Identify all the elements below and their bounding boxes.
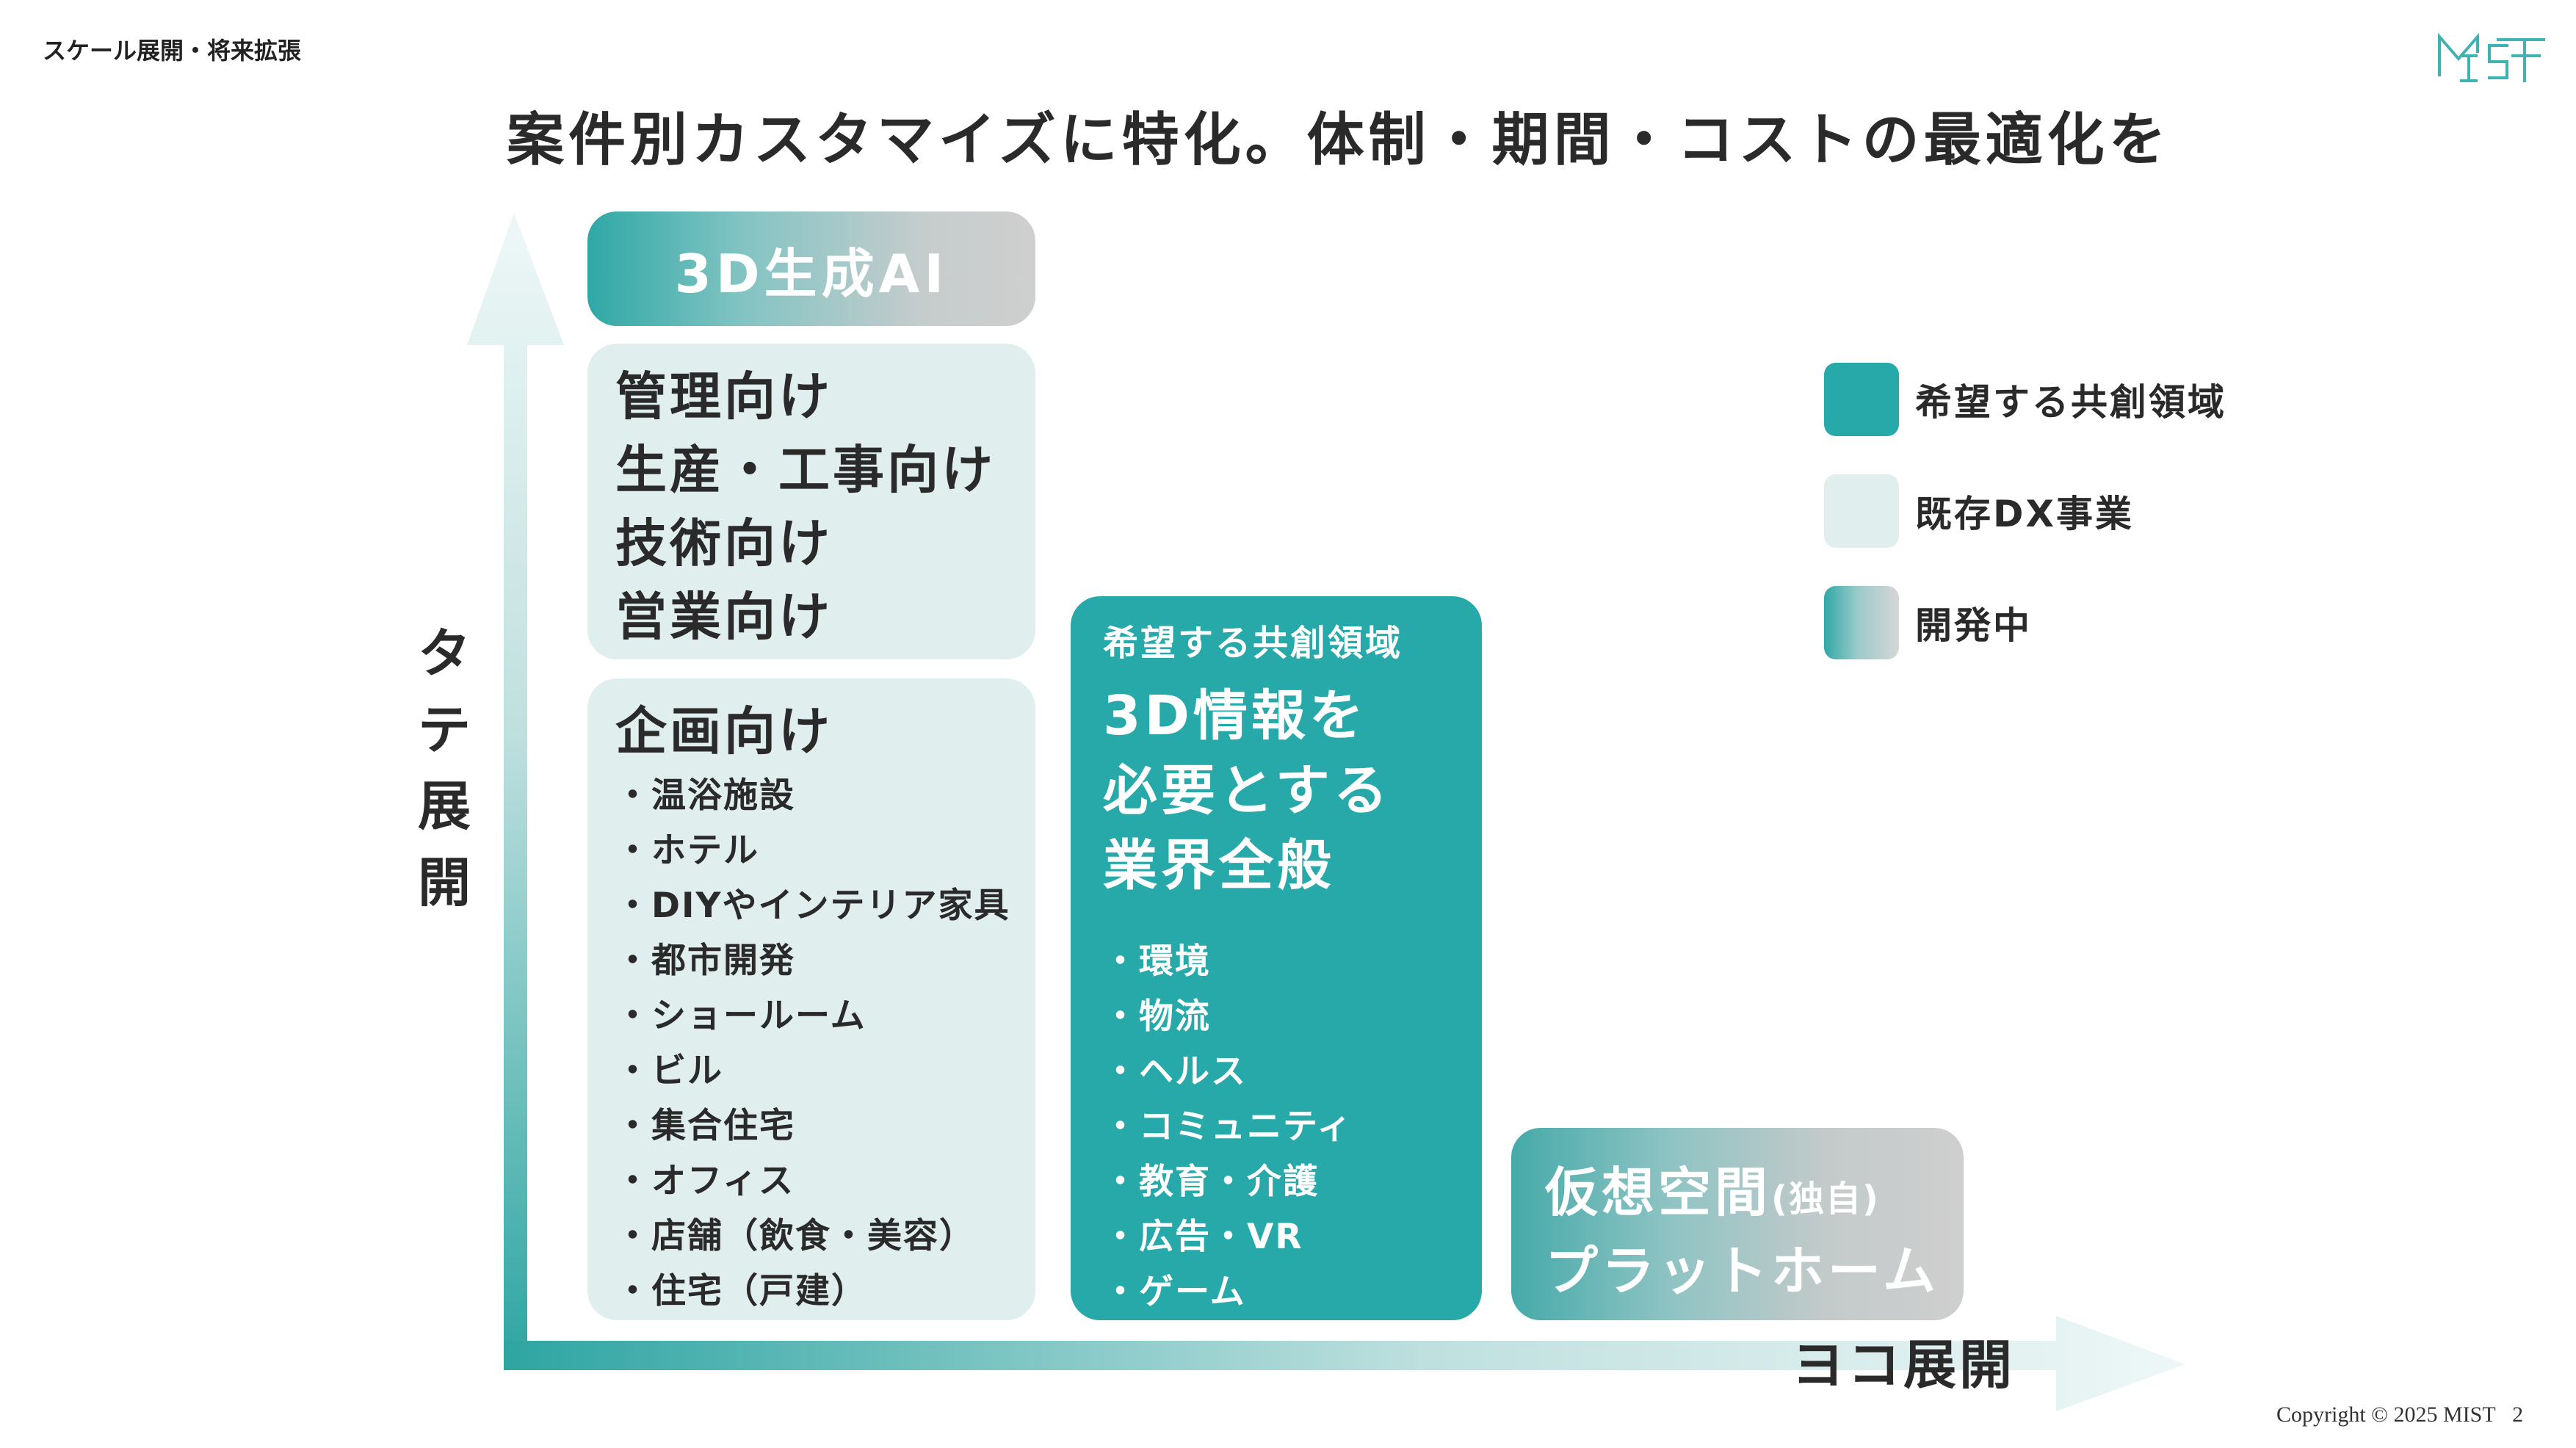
industry-subtitle: 希望する共創領域 <box>1103 623 1403 664</box>
list-item: ・温浴施設 <box>615 775 795 816</box>
list-item: ・環境 <box>1103 941 1211 982</box>
management-line: 営業向け <box>615 587 833 647</box>
legend-swatch-gradient <box>1824 586 1899 659</box>
virtual-space-box: 仮想空間(独自) プラットホーム <box>1511 1128 1964 1320</box>
legend-item: 既存DX事業 <box>1824 474 2226 548</box>
list-item: ・物流 <box>1103 996 1211 1037</box>
planning-list: ・温浴施設 ・ホテル ・DIYやインテリア家具 ・都市開発 ・ショールーム ・ビ… <box>615 768 1035 1319</box>
list-item: ・ショールーム <box>615 996 866 1036</box>
industry-title-line: 業界全般 <box>1103 834 1335 897</box>
list-item: ・教育・介護 <box>1103 1162 1319 1202</box>
list-item: ・ヘルス <box>1103 1051 1247 1092</box>
virtual-space-subtitle: プラットホーム <box>1545 1240 1939 1302</box>
copyright-text: Copyright © 2025 MIST <box>2276 1402 2496 1427</box>
planning-box: 企画向け ・温浴施設 ・ホテル ・DIYやインテリア家具 ・都市開発 ・ショール… <box>587 678 1035 1320</box>
list-item: ・DIYやインテリア家具 <box>615 886 1010 926</box>
management-line: 技術向け <box>615 513 833 573</box>
industry-title-line: 3D情報を <box>1103 684 1367 747</box>
mist-logo <box>2438 32 2545 82</box>
list-item: ・オフィス <box>615 1161 795 1201</box>
list-item: ・店舗（飲食・美容） <box>615 1216 975 1256</box>
copyright: Copyright © 2025 MIST 2 <box>2276 1402 2523 1427</box>
vertical-axis-char: タ <box>417 623 471 684</box>
list-item: ・住宅（戸建） <box>615 1271 867 1311</box>
vertical-axis-char: 開 <box>417 852 471 913</box>
legend-item: 希望する共創領域 <box>1824 363 2226 436</box>
industry-title: 3D情報を 必要とする 業界全般 <box>1103 678 1482 903</box>
list-item: ・ゲーム <box>1103 1272 1246 1312</box>
industry-title-line: 必要とする <box>1103 759 1392 822</box>
legend-swatch-teal <box>1824 363 1899 436</box>
vertical-axis-char: テ <box>417 699 471 761</box>
vertical-arrow <box>467 213 564 1364</box>
vertical-axis-char: 展 <box>417 775 471 837</box>
management-box: 管理向け 生産・工事向け 技術向け 営業向け <box>587 344 1035 659</box>
management-line: 生産・工事向け <box>615 440 996 500</box>
management-line: 管理向け <box>615 366 833 427</box>
planning-title: 企画向け <box>615 701 833 761</box>
list-item: ・ホテル <box>615 830 759 871</box>
ai-box-label: 3D生成AI <box>674 242 949 305</box>
legend-label: 開発中 <box>1915 604 2032 647</box>
legend-swatch-light <box>1824 474 1899 548</box>
section-label: スケール展開・将来拡張 <box>43 37 302 65</box>
list-item: ・広告・VR <box>1103 1217 1303 1257</box>
headline: 案件別カスタマイズに特化。体制・期間・コストの最適化を <box>507 107 2171 173</box>
list-item: ・コミュニティ <box>1103 1107 1353 1147</box>
list-item: ・都市開発 <box>615 941 795 981</box>
vertical-axis-label: タ テ 展 開 <box>411 615 477 921</box>
horizontal-axis-label: ヨコ展開 <box>1792 1334 2016 1396</box>
list-item: ・集合住宅 <box>615 1106 795 1146</box>
legend-label: 希望する共創領域 <box>1915 381 2226 424</box>
ai-box: 3D生成AI <box>587 211 1035 326</box>
list-item: ・ビル <box>615 1051 723 1091</box>
industry-list: ・環境 ・物流 ・ヘルス ・コミュニティ ・教育・介護 ・広告・VR ・ゲーム <box>1103 934 1482 1320</box>
virtual-space-label: 仮想空間 <box>1545 1162 1772 1223</box>
page-number: 2 <box>2512 1402 2524 1427</box>
virtual-space-note: (独自) <box>1771 1179 1880 1220</box>
industry-box: 希望する共創領域 3D情報を 必要とする 業界全般 ・環境 ・物流 ・ヘルス ・… <box>1071 596 1482 1320</box>
virtual-space-title: 仮想空間(独自) <box>1545 1157 1964 1234</box>
legend-item: 開発中 <box>1824 586 2226 659</box>
legend-label: 既存DX事業 <box>1915 493 2135 535</box>
legend: 希望する共創領域 既存DX事業 開発中 <box>1824 363 2226 698</box>
